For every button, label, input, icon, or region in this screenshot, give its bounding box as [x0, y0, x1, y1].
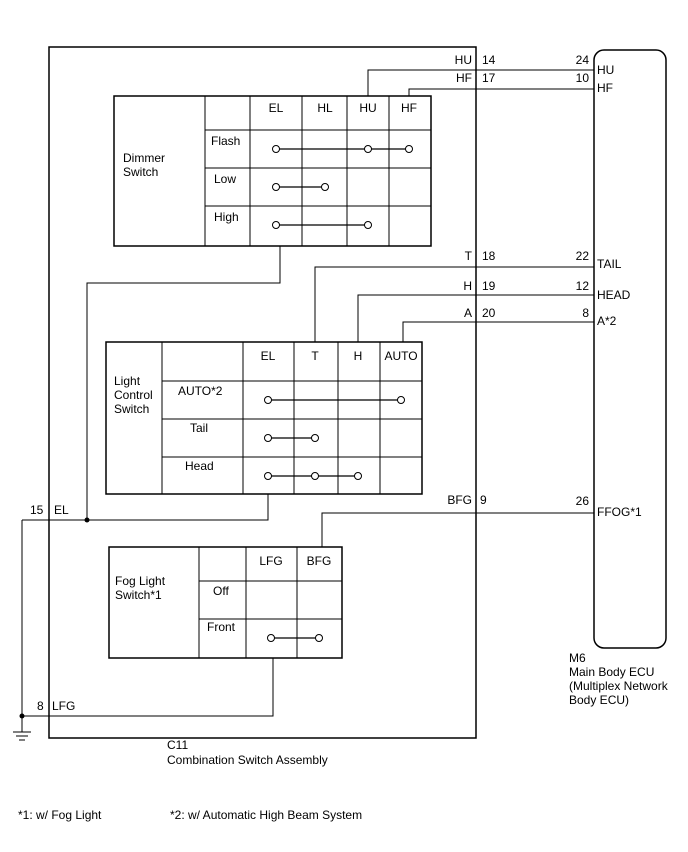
ecu-pin-hu: 24: [576, 53, 590, 67]
fog-col-bfg: BFG: [307, 554, 332, 568]
ecu-label-auto: A*2: [597, 314, 617, 328]
fog-light-switch: Fog Light Switch*1 LFG BFG Off Front: [108, 546, 343, 659]
fog-front-lfg-contact: [267, 634, 275, 642]
light-control-row-auto: AUTO*2: [178, 384, 223, 398]
ground-label-lfg: LFG: [52, 699, 75, 713]
dimmer-title-1: Dimmer: [123, 151, 165, 165]
light-control-auto-el-contact: [264, 396, 272, 404]
assembly-name: Combination Switch Assembly: [167, 753, 328, 767]
el-junction-dot: [84, 517, 90, 523]
light-control-switch: Light Control Switch EL T H AUTO AUTO*2 …: [105, 341, 423, 495]
c11-pin-hf: 17: [482, 71, 496, 85]
c11-pin-hu: 14: [482, 53, 496, 67]
dimmer-col-el: EL: [269, 101, 284, 115]
ecu-code: M6: [569, 651, 586, 665]
c11-pin-h: 19: [482, 279, 496, 293]
fog-row-front: Front: [207, 620, 236, 634]
ecu-label-hu: HU: [597, 63, 614, 77]
c11-pin-bfg: 9: [480, 493, 487, 507]
ecu-label-ffog: FFOG*1: [597, 505, 642, 519]
c11-label-bfg: BFG: [447, 493, 472, 507]
ecu-label-hf: HF: [597, 81, 613, 95]
dimmer-row-high: High: [214, 210, 239, 224]
light-control-title-2: Control: [114, 388, 153, 402]
light-control-head-el-contact: [264, 472, 272, 480]
wires: [13, 69, 594, 741]
wire-head: [357, 294, 594, 342]
light-control-title-3: Switch: [114, 402, 149, 416]
ecu-label-head: HEAD: [597, 288, 631, 302]
light-control-head-h-contact: [354, 472, 362, 480]
light-control-col-el: EL: [261, 349, 276, 363]
ground-label-el: EL: [54, 503, 69, 517]
light-control-head-t-contact: [311, 472, 319, 480]
c11-label-a: A: [464, 306, 472, 320]
assembly-code: C11: [167, 738, 188, 752]
ecu-name-2: (Multiplex Network: [569, 679, 669, 693]
c11-pin-a: 20: [482, 306, 496, 320]
c11-label-hf: HF: [456, 71, 472, 85]
ecu-pin-hf: 10: [576, 71, 590, 85]
fog-col-lfg: LFG: [259, 554, 282, 568]
ground-icon: [13, 731, 31, 741]
ecu-pin-head: 12: [576, 279, 590, 293]
lfg-junction-dot: [19, 713, 25, 719]
wire-auto: [402, 321, 594, 342]
fog-title-1: Fog Light: [115, 574, 166, 588]
dimmer-title-2: Switch: [123, 165, 158, 179]
ecu-pin-auto: 8: [582, 306, 589, 320]
dimmer-col-hu: HU: [359, 101, 376, 115]
combination-switch-assembly-box: [48, 46, 477, 739]
c11-pin-t: 18: [482, 249, 496, 263]
main-body-ecu-box: [593, 49, 667, 649]
dimmer-flash-hu-contact: [364, 145, 372, 153]
ground-pin-lfg: 8: [37, 699, 44, 713]
ecu-name-3: Body ECU): [569, 693, 629, 707]
light-control-tail-el-contact: [264, 434, 272, 442]
dimmer-flash-hf-contact: [405, 145, 413, 153]
dimmer-row-low: Low: [214, 172, 236, 186]
dimmer-col-hf: HF: [401, 101, 417, 115]
wire-hf: [408, 88, 594, 96]
wire-bfg: [321, 512, 594, 547]
dimmer-high-el-contact: [272, 221, 280, 229]
wire-light-el: [22, 494, 269, 521]
footnote-auto-high-beam: *2: w/ Automatic High Beam System: [170, 808, 362, 822]
wire-hu: [367, 69, 594, 96]
dimmer-low-el-contact: [272, 183, 280, 191]
c11-label-hu: HU: [455, 53, 472, 67]
wire-lfg: [22, 658, 274, 717]
dimmer-col-hl: HL: [317, 101, 333, 115]
light-control-row-head: Head: [185, 459, 214, 473]
c11-label-h: H: [463, 279, 472, 293]
ecu-pin-tail: 22: [576, 249, 590, 263]
dimmer-flash-el-contact: [272, 145, 280, 153]
ecu-pin-ffog: 26: [576, 494, 590, 508]
fog-row-off: Off: [213, 584, 229, 598]
dimmer-low-hl-contact: [321, 183, 329, 191]
light-control-auto-auto-contact: [397, 396, 405, 404]
ecu-name-1: Main Body ECU: [569, 665, 654, 679]
dimmer-row-flash: Flash: [211, 134, 240, 148]
light-control-col-auto: AUTO: [384, 349, 417, 363]
light-control-row-tail: Tail: [190, 421, 208, 435]
dimmer-high-hu-contact: [364, 221, 372, 229]
light-control-col-h: H: [354, 349, 363, 363]
fog-title-2: Switch*1: [115, 588, 162, 602]
light-control-col-t: T: [311, 349, 319, 363]
ground-pin-el: 15: [30, 503, 44, 517]
wire-tail: [314, 266, 594, 342]
light-control-title-1: Light: [114, 374, 141, 388]
light-control-tail-t-contact: [311, 434, 319, 442]
dimmer-switch: Dimmer Switch EL HL HU HF Flash Low High: [113, 95, 432, 247]
c11-label-t: T: [465, 249, 473, 263]
wire-dimmer-el: [86, 246, 281, 520]
ecu-label-tail: TAIL: [597, 257, 622, 271]
fog-front-bfg-contact: [315, 634, 323, 642]
footnote-fog-light: *1: w/ Fog Light: [18, 808, 102, 822]
